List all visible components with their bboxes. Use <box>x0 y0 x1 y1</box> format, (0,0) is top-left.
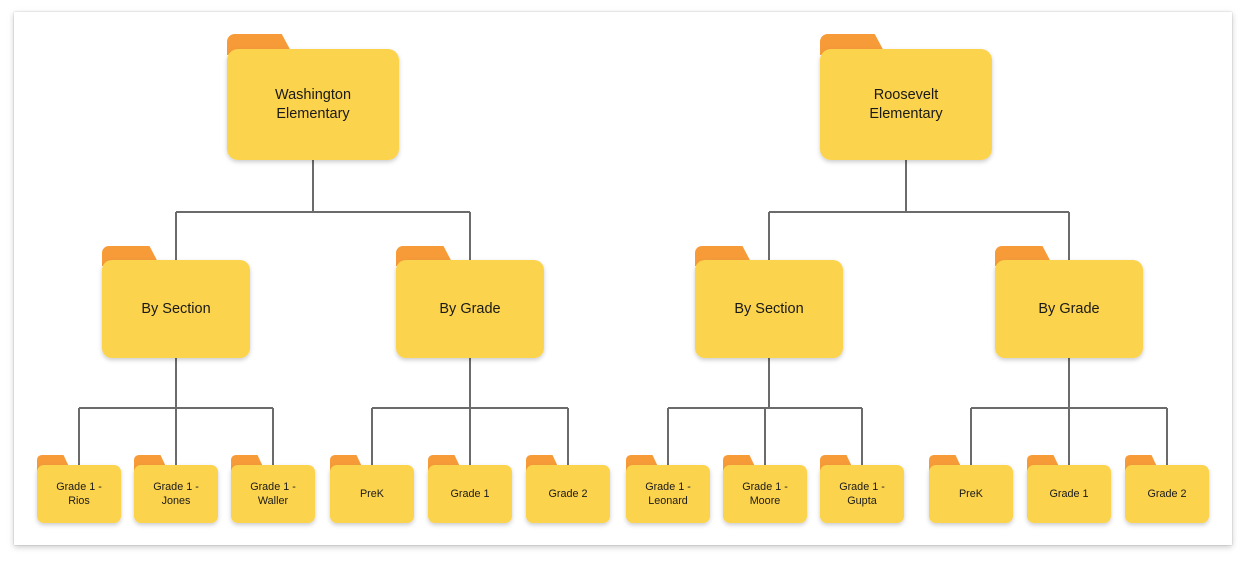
folder-label: Grade 1 -Gupta <box>839 481 885 507</box>
folder-body-icon <box>929 465 1013 523</box>
folder-body-icon <box>227 49 399 160</box>
folder-node[interactable]: By Grade <box>396 246 544 358</box>
connector-layer <box>78 160 1168 465</box>
folder-label: Grade 1 -Jones <box>153 481 199 507</box>
folder-label: By Grade <box>1038 301 1099 317</box>
folder-body-icon <box>231 465 315 523</box>
folder-node[interactable]: PreK <box>929 455 1013 523</box>
folder-body-icon <box>526 465 610 523</box>
folder-body-icon <box>723 465 807 523</box>
folder-body-icon <box>396 260 544 358</box>
folder-body-icon <box>37 465 121 523</box>
folder-label: Grade 1 -Waller <box>250 481 296 507</box>
folder-label: By Grade <box>439 301 500 317</box>
folder-node[interactable]: Grade 2 <box>526 455 610 523</box>
folder-node[interactable]: By Section <box>102 246 250 358</box>
folder-body-icon <box>330 465 414 523</box>
folder-node[interactable]: Grade 1 <box>428 455 512 523</box>
folder-node[interactable]: Grade 1 -Waller <box>231 455 315 523</box>
folder-body-icon <box>428 465 512 523</box>
folder-body-icon <box>995 260 1143 358</box>
folder-body-icon <box>1027 465 1111 523</box>
folder-node[interactable]: Grade 1 -Rios <box>37 455 121 523</box>
folder-label: Grade 2 <box>548 488 587 500</box>
folder-node[interactable]: By Grade <box>995 246 1143 358</box>
folder-node[interactable]: Grade 1 -Gupta <box>820 455 904 523</box>
folder-node[interactable]: Grade 2 <box>1125 455 1209 523</box>
folder-body-icon <box>102 260 250 358</box>
folder-body-icon <box>820 465 904 523</box>
folder-node[interactable]: Grade 1 -Leonard <box>626 455 710 523</box>
folder-label: By Section <box>734 301 803 317</box>
folder-body-icon <box>695 260 843 358</box>
folder-body-icon <box>134 465 218 523</box>
folder-node[interactable]: Grade 1 -Moore <box>723 455 807 523</box>
folder-label: PreK <box>959 488 984 500</box>
folder-node[interactable]: PreK <box>330 455 414 523</box>
folder-body-icon <box>820 49 992 160</box>
folder-body-icon <box>1125 465 1209 523</box>
folder-node[interactable]: By Section <box>695 246 843 358</box>
folder-label: PreK <box>360 488 385 500</box>
folder-label: By Section <box>141 301 210 317</box>
folder-label: Grade 1 -Rios <box>56 481 102 507</box>
folder-label: Grade 1 -Moore <box>742 481 788 507</box>
folder-label: Grade 1 <box>1049 488 1088 500</box>
folder-body-icon <box>626 465 710 523</box>
folder-label: Grade 1 -Leonard <box>645 481 691 507</box>
folder-label: Grade 2 <box>1147 488 1186 500</box>
folder-node[interactable]: Grade 1 -Jones <box>134 455 218 523</box>
folder-label: Grade 1 <box>450 488 489 500</box>
folder-node[interactable]: Grade 1 <box>1027 455 1111 523</box>
